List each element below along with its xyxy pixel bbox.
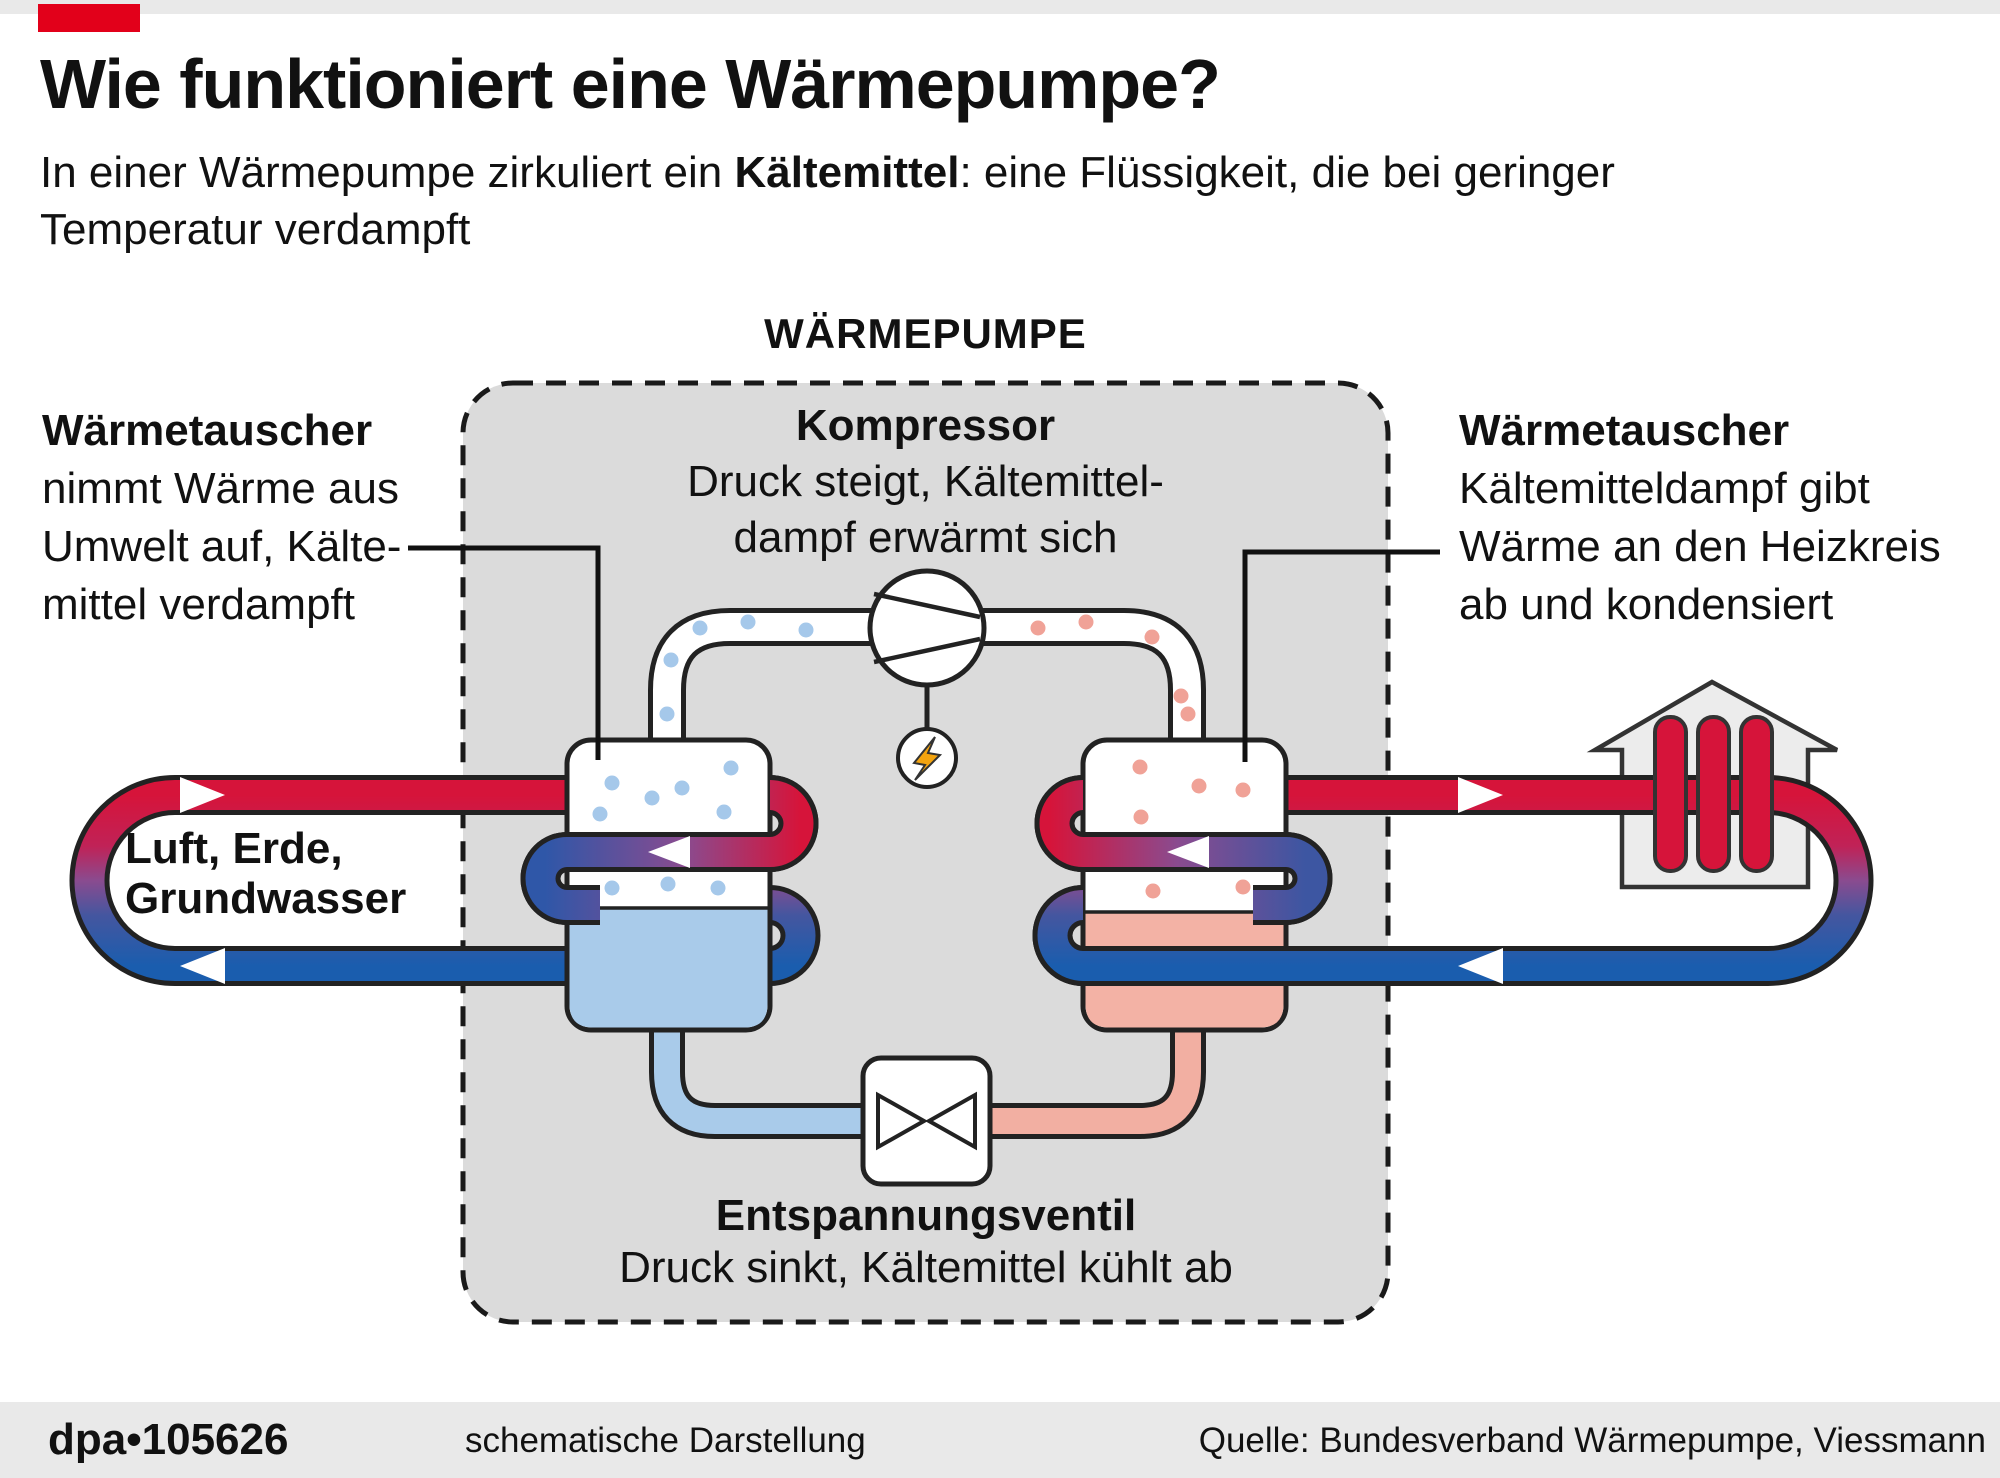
compressor-icon <box>867 568 987 789</box>
cold-vapor-dots <box>592 614 814 896</box>
cold-vapor-dot <box>723 760 739 776</box>
right-label-connector <box>1242 549 1440 762</box>
refrigerant-liquid-pipe <box>649 1020 1206 1139</box>
hot-vapor-dot <box>1078 614 1094 630</box>
hot-vapor-dot <box>1133 809 1149 825</box>
subtitle-keyword: Kältemittel <box>734 148 960 197</box>
page-title: Wie funktioniert eine Wärmepumpe? <box>40 45 1221 123</box>
subtitle-line-1: In einer Wärmepumpe zirkuliert ein Kälte… <box>40 148 1615 197</box>
hot-vapor-dot <box>1173 688 1189 704</box>
cold-vapor-dot <box>604 775 620 791</box>
flow-arrow-right-icon <box>180 777 225 813</box>
hot-vapor-dot <box>1144 629 1160 645</box>
valve-title: Entspannungsventil <box>715 1191 1137 1240</box>
cold-vapor-dot <box>660 876 676 892</box>
cold-vapor-dot <box>798 622 814 638</box>
left-label-connector <box>408 545 601 760</box>
top-divider-bar <box>0 0 2000 14</box>
hot-vapor-dot <box>1180 706 1196 722</box>
compressor-title: Kompressor <box>795 401 1056 450</box>
flow-arrow-left-icon <box>1458 948 1503 984</box>
cold-vapor-dot <box>740 614 756 630</box>
hot-vapor-dot <box>1235 782 1251 798</box>
cold-vapor-dot <box>674 780 690 796</box>
expansion-valve-icon <box>860 1055 993 1187</box>
hot-vapor-dot <box>1145 883 1161 899</box>
dpa-brand-mark <box>38 4 140 32</box>
footer-graphic-id: dpa•105626 <box>48 1415 289 1464</box>
cold-vapor-dot <box>692 620 708 636</box>
hot-vapor-dot <box>1132 759 1148 775</box>
expansion-valve-label: Entspannungsventil Druck sinkt, Kältemit… <box>426 1190 1426 1294</box>
lightning-icon <box>912 736 943 781</box>
hot-vapor-dot <box>1235 879 1251 895</box>
cold-vapor-dot <box>716 804 732 820</box>
cold-vapor-dot <box>604 880 620 896</box>
hot-vapor-dots <box>1030 614 1251 899</box>
right-exchanger-label: Wärmetauscher Kältemitteldampf gibt Wärm… <box>1459 402 1941 634</box>
footer-bar <box>0 1402 2000 1478</box>
right-exchanger-title: Wärmetauscher <box>1459 406 1790 455</box>
diagram-heading: WÄRMEPUMPE <box>764 310 1087 357</box>
flow-arrow-left-icon <box>1167 836 1209 868</box>
subtitle-line-2: Temperatur verdampft <box>40 205 471 254</box>
hot-vapor-dot <box>1191 778 1207 794</box>
flow-arrow-left-icon <box>648 836 690 868</box>
cold-vapor-dot <box>644 790 660 806</box>
footer-caption: schematische Darstellung <box>465 1421 866 1460</box>
source-medium-label: Luft, Erde, Grundwasser <box>125 824 407 923</box>
page-subtitle: In einer Wärmepumpe zirkuliert ein Kälte… <box>40 144 1615 258</box>
flow-arrow-left-icon <box>180 948 225 984</box>
cold-vapor-dot <box>592 806 608 822</box>
left-exchanger-label: Wärmetauscher nimmt Wärme aus Umwelt auf… <box>42 402 401 634</box>
cold-vapor-dot <box>710 880 726 896</box>
left-exchanger-title: Wärmetauscher <box>42 406 373 455</box>
flow-arrows <box>180 777 1503 984</box>
cold-vapor-dot <box>659 706 675 722</box>
cold-vapor-dot <box>663 652 679 668</box>
flow-arrow-right-icon <box>1458 777 1503 813</box>
compressor-label: Kompressor Druck steigt, Kältemittel- da… <box>463 398 1388 566</box>
radiator-icon <box>1653 715 1774 873</box>
hot-vapor-dot <box>1030 620 1046 636</box>
footer-source: Quelle: Bundesverband Wärmepumpe, Viessm… <box>1198 1421 1986 1460</box>
